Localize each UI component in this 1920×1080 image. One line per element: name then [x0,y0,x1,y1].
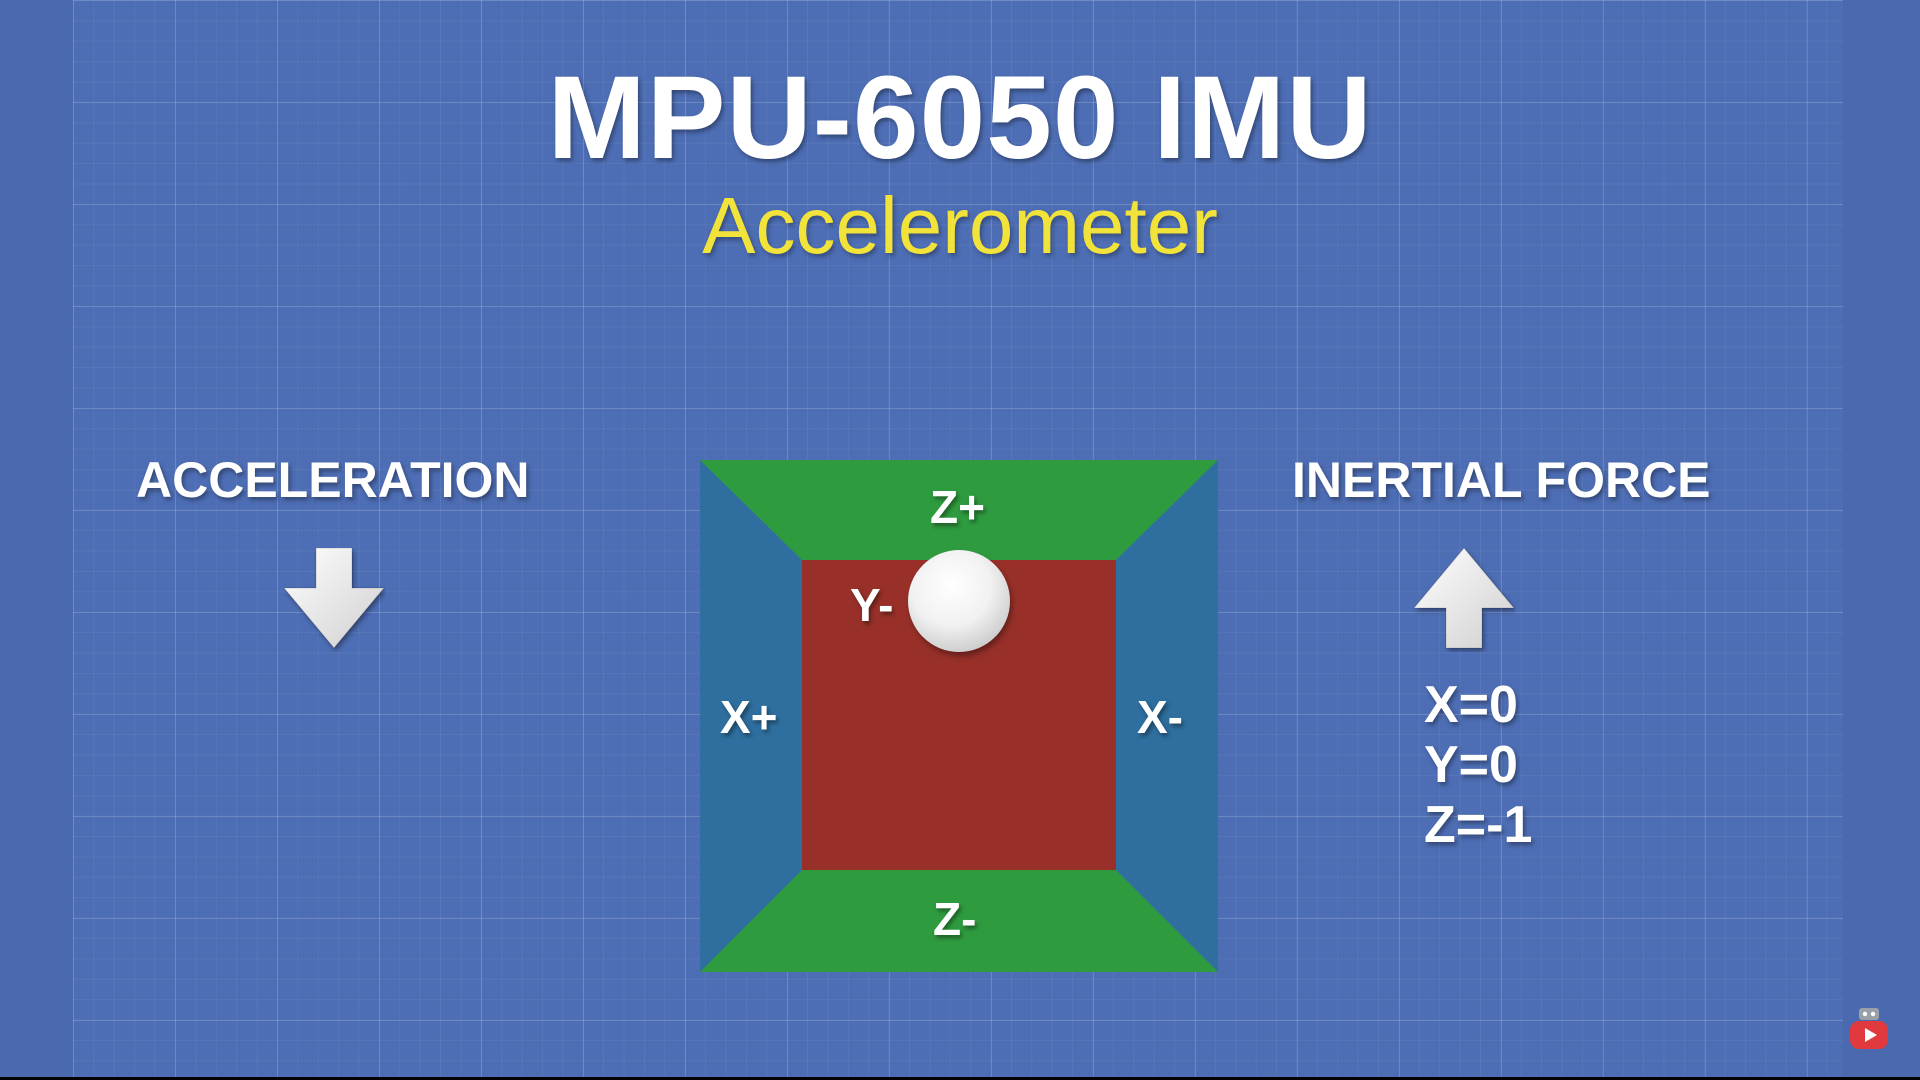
right-margin [1843,0,1920,1080]
face-z-minus [700,870,1218,972]
page-title: MPU-6050 IMU [547,52,1373,184]
face-label-x-minus: X- [1137,691,1183,743]
value-y: Y=0 [1424,736,1518,794]
face-label-x-plus: X+ [720,691,778,743]
value-x: X=0 [1424,676,1518,734]
test-mass-ball [908,550,1010,652]
acceleration-heading: ACCELERATION [136,452,530,508]
inertial-force-heading: INERTIAL FORCE [1292,452,1711,508]
face-label-y-minus: Y- [850,579,894,631]
left-margin [0,0,73,1080]
youtube-robot-logo-icon [1848,1007,1890,1051]
accelerometer-cube-diagram [700,460,1218,972]
face-x-minus [1116,460,1218,972]
inertial-force-values: X=0 Y=0 Z=-1 [1424,675,1532,855]
face-z-plus [700,460,1218,560]
face-x-plus [700,460,802,972]
face-label-z-minus: Z- [933,893,977,945]
value-z: Z=-1 [1424,796,1533,854]
page-subtitle: Accelerometer [702,181,1218,270]
bottom-edge-bar [0,1077,1920,1080]
arrow-down-icon [282,547,386,657]
arrow-up-icon [1412,547,1516,657]
face-label-z-plus: Z+ [930,481,985,533]
